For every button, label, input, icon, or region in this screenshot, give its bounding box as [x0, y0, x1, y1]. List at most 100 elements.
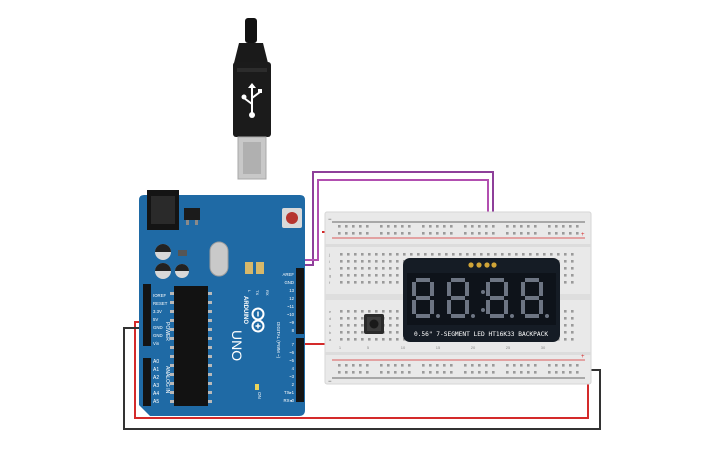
breadboard-hole [436, 371, 439, 374]
segment [539, 300, 543, 314]
reset-button-icon[interactable] [282, 208, 302, 228]
usb-cable-icon[interactable] [233, 18, 271, 180]
segment [525, 278, 539, 282]
segment [451, 278, 465, 282]
arduino-logo-icon [251, 307, 265, 333]
rx-label: RX [265, 290, 270, 296]
segment [504, 282, 508, 296]
breadboard-hole [562, 364, 565, 367]
breadboard-hole [564, 267, 567, 270]
breadboard-hole [508, 253, 511, 256]
breadboard-hole [513, 225, 516, 228]
breadboard-hole [527, 371, 530, 374]
breadboard-hole [443, 364, 446, 367]
row-letter-i: i [329, 259, 330, 264]
breadboard-hole [536, 253, 539, 256]
pin-label-a2: A2 [153, 375, 159, 381]
breadboard-hole [555, 364, 558, 367]
breadboard-hole [520, 225, 523, 228]
breadboard-hole [569, 225, 572, 228]
breadboard-hole [506, 371, 509, 374]
breadboard-hole [576, 364, 579, 367]
breadboard-hole [548, 371, 551, 374]
breadboard-hole [338, 225, 341, 228]
pushbutton-icon[interactable] [364, 314, 384, 334]
breadboard-hole [522, 253, 525, 256]
breadboard-hole [485, 371, 488, 374]
pin-label-6: ~6 [289, 350, 295, 355]
breadboard-hole [375, 338, 378, 341]
breadboard-hole [340, 267, 343, 270]
breadboard-hole [564, 274, 567, 277]
colon-dot [481, 308, 485, 312]
breadboard-hole [368, 260, 371, 263]
breadboard-hole [345, 232, 348, 235]
arduino-uno-board[interactable]: L TX RX IOREF RESET 3.3V 5V GND GND Vin … [139, 190, 305, 416]
breadboard-hole [431, 253, 434, 256]
digital-header-label: DIGITAL (PWM ~) [276, 322, 281, 359]
breadboard-hole [394, 232, 397, 235]
column-numbers: 1 5 10 15 20 25 30 [339, 345, 546, 350]
breadboard-hole [564, 331, 567, 334]
breadboard-hole [380, 371, 383, 374]
segment [525, 296, 539, 300]
breadboard-hole [380, 364, 383, 367]
breadboard-hole [464, 364, 467, 367]
breadboard-hole [368, 338, 371, 341]
breadboard-hole [375, 253, 378, 256]
breadboard-hole [396, 274, 399, 277]
breadboard-hole [520, 371, 523, 374]
breadboard-hole [361, 260, 364, 263]
top-rail-plus-label: + [581, 232, 585, 238]
breadboard-hole [347, 324, 350, 327]
tx-label: TX [255, 290, 260, 295]
breadboard-hole [464, 232, 467, 235]
breadboard-hole [422, 371, 425, 374]
breadboard-hole [564, 317, 567, 320]
breadboard-hole [562, 371, 565, 374]
breadboard-hole [382, 274, 385, 277]
breadboard-hole [478, 371, 481, 374]
breadboard-hole [501, 253, 504, 256]
breadboard-hole [361, 331, 364, 334]
breadboard-hole [389, 324, 392, 327]
breadboard-hole [487, 253, 490, 256]
breadboard-hole [382, 338, 385, 341]
breadboard-hole [450, 232, 453, 235]
breadboard-hole [382, 310, 385, 313]
breadboard-hole [438, 253, 441, 256]
analog-header-label: ANALOG IN [164, 366, 170, 394]
breadboard-hole [347, 331, 350, 334]
breadboard-hole [338, 232, 341, 235]
breadboard-hole [576, 371, 579, 374]
breadboard-hole [382, 267, 385, 270]
breadboard-hole [494, 253, 497, 256]
wire-sda [300, 171, 494, 266]
display-digits [412, 278, 549, 318]
breadboard-hole [347, 253, 350, 256]
col-number-10: 10 [401, 345, 406, 350]
breadboard-hole [534, 371, 537, 374]
breadboard-hole [401, 232, 404, 235]
breadboard-hole [571, 338, 574, 341]
breadboard-hole [389, 310, 392, 313]
segment [465, 300, 469, 314]
breadboard-hole [354, 274, 357, 277]
breadboard-hole [492, 364, 495, 367]
breadboard-hole [555, 232, 558, 235]
breadboard-hole [569, 371, 572, 374]
l-label: L [247, 290, 252, 293]
breadboard-hole [478, 225, 481, 228]
breadboard-hole [340, 274, 343, 277]
breadboard-hole [471, 364, 474, 367]
pin-label-12: 12 [289, 296, 294, 301]
col-number-5: 5 [367, 345, 370, 350]
breadboard-hole [340, 317, 343, 320]
pin-label-a0: A0 [153, 359, 159, 365]
breadboard-hole [340, 260, 343, 263]
breadboard-hole [417, 253, 420, 256]
display-label: 0.56" 7-SEGMENT LED HT16K33 BACKPACK [414, 331, 548, 338]
seven-segment-display[interactable]: 0.56" 7-SEGMENT LED HT16K33 BACKPACK [403, 258, 560, 342]
breadboard-hole [571, 281, 574, 284]
breadboard-hole [564, 338, 567, 341]
